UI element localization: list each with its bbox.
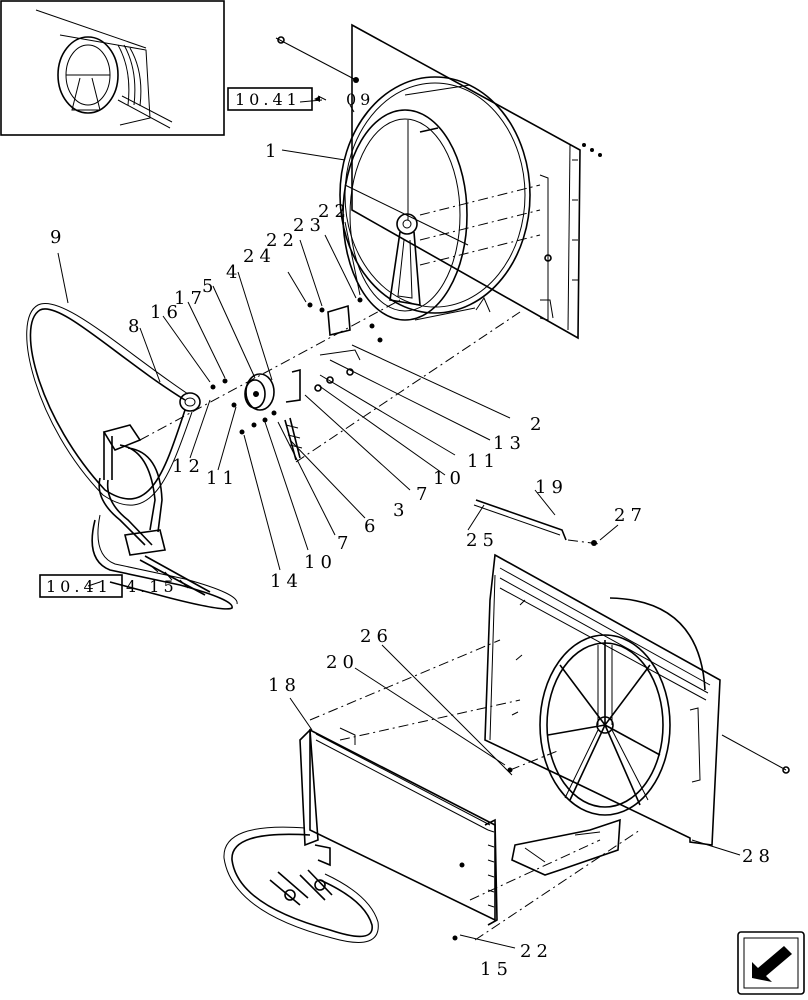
shroud-bracket bbox=[511, 818, 621, 876]
callout-7a: 7 bbox=[416, 484, 432, 505]
callout-11a: 11 bbox=[467, 451, 500, 472]
callout-24: 24 bbox=[243, 246, 276, 267]
callout-20: 20 bbox=[326, 652, 359, 673]
mounting-plate bbox=[351, 23, 581, 340]
callout-labels: 1 2 3 4 5 6 7 7 8 9 10 10 11 11 12 13 14… bbox=[50, 141, 775, 980]
small-pulley bbox=[179, 392, 201, 412]
washers-bolts bbox=[210, 297, 383, 435]
reference-top[interactable]: 10.41 09 bbox=[227, 87, 374, 111]
hydraulic-hoses-bottom bbox=[223, 826, 379, 943]
drive-belt bbox=[26, 302, 193, 506]
callout-23: 23 bbox=[293, 215, 326, 236]
callout-3: 3 bbox=[393, 500, 409, 521]
reference-left[interactable]: 10.41 4.15 bbox=[39, 574, 178, 598]
inset-thumbnail bbox=[0, 0, 225, 136]
top-hardware bbox=[275, 36, 602, 262]
callout-10a: 10 bbox=[433, 468, 466, 489]
fan-drum bbox=[339, 76, 554, 321]
callout-1: 1 bbox=[265, 141, 281, 162]
callout-9: 9 bbox=[50, 227, 66, 248]
callout-5: 5 bbox=[202, 276, 218, 297]
reference-top-suffix: 09 bbox=[346, 90, 374, 109]
callout-22b: 22 bbox=[266, 230, 299, 251]
reference-left-label: 10.41 bbox=[46, 577, 112, 596]
callout-18: 18 bbox=[268, 675, 301, 696]
callout-10b: 10 bbox=[304, 552, 337, 573]
callout-14: 14 bbox=[270, 571, 303, 592]
shroud-dashed-lines bbox=[309, 639, 641, 941]
idler-arm bbox=[284, 304, 361, 461]
axis-dashed-lines bbox=[139, 299, 521, 463]
callout-25: 25 bbox=[466, 530, 499, 551]
callout-11b: 11 bbox=[206, 468, 239, 489]
large-pulley bbox=[244, 373, 275, 411]
callout-22c: 22 bbox=[520, 941, 553, 962]
callout-19: 19 bbox=[535, 477, 568, 498]
callout-7b: 7 bbox=[337, 533, 353, 554]
right-cable bbox=[721, 734, 790, 774]
callout-16: 16 bbox=[150, 302, 183, 323]
callout-4: 4 bbox=[226, 262, 242, 283]
fan-shroud bbox=[484, 553, 721, 846]
callout-28: 28 bbox=[742, 846, 775, 867]
rod bbox=[473, 499, 601, 546]
callout-17: 17 bbox=[174, 288, 207, 309]
callout-6: 6 bbox=[364, 516, 380, 537]
next-page-arrow-icon[interactable] bbox=[737, 931, 805, 995]
leader-lines bbox=[57, 99, 741, 949]
reference-left-suffix: 4.15 bbox=[126, 577, 178, 596]
hydraulic-hoses-top bbox=[91, 514, 238, 610]
callout-2: 2 bbox=[530, 414, 546, 435]
callout-8: 8 bbox=[128, 316, 144, 337]
hydraulic-motor bbox=[98, 424, 166, 556]
callout-22a: 22 bbox=[318, 201, 351, 222]
callout-13: 13 bbox=[493, 433, 526, 454]
cooler-core bbox=[299, 727, 498, 926]
callout-15: 15 bbox=[480, 959, 513, 980]
reference-top-label: 10.41 bbox=[235, 90, 301, 109]
callout-27: 27 bbox=[614, 505, 647, 526]
callout-12: 12 bbox=[172, 456, 205, 477]
callout-26: 26 bbox=[360, 626, 393, 647]
